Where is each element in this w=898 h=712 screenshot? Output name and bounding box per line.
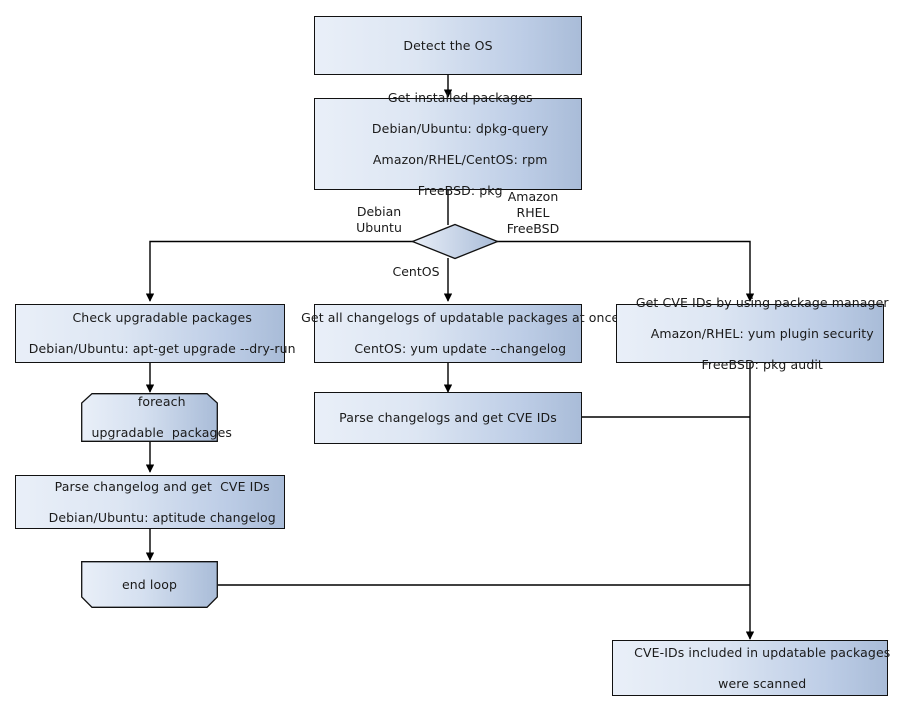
node-check-upgradable-packages-label: Check upgradable packages Debian/Ubuntu:… — [4, 295, 296, 373]
edge-decision-left — [145, 240, 413, 302]
edge-decision-right — [497, 240, 755, 302]
edge-label-amazon-rhel-freebsd: Amazon RHEL FreeBSD — [506, 189, 560, 236]
node-parse-changelog-single[interactable]: Parse changelog and get CVE IDs Debian/U… — [15, 475, 285, 529]
text-line: FreeBSD: pkg — [417, 182, 503, 198]
node-get-installed-packages-label: Get installed packages Debian/Ubuntu: dp… — [347, 74, 548, 214]
node-end-loop-label: end loop — [121, 576, 178, 592]
node-foreach-loop-start-label: foreach upgradable packages — [67, 379, 232, 457]
text-line: CentOS: yum update --changelog — [354, 341, 567, 357]
text-line: were scanned — [718, 675, 807, 691]
text-line: Debian/Ubuntu: dpkg-query — [371, 120, 549, 136]
node-scanned-result-label: CVE-IDs included in updatable packages w… — [610, 629, 891, 707]
node-get-cve-ids-package-manager[interactable]: Get CVE IDs by using package manager Ama… — [616, 295, 889, 372]
text-line: Get CVE IDs by using package manager — [635, 294, 889, 310]
node-detect-os-label: Detect the OS — [403, 37, 493, 53]
text-line: Amazon/RHEL: yum plugin security — [650, 325, 874, 341]
text-line: foreach — [137, 394, 186, 410]
text-line: upgradable packages — [91, 425, 232, 441]
node-parse-changelogs-multi[interactable]: Parse changelogs and get CVE IDs — [314, 392, 582, 444]
node-get-all-changelogs[interactable]: Get all changelogs of updatable packages… — [301, 304, 619, 363]
node-foreach-loop-start[interactable]: foreach upgradable packages — [81, 393, 232, 442]
node-os-decision[interactable] — [411, 223, 499, 260]
text-line: Get all changelogs of updatable packages… — [301, 310, 620, 326]
node-get-cve-ids-package-manager-label: Get CVE IDs by using package manager Ama… — [611, 279, 889, 388]
text-line: Check upgradable packages — [72, 310, 252, 326]
node-parse-changelog-single-label: Parse changelog and get CVE IDs Debian/U… — [24, 463, 276, 541]
text-line: Debian/Ubuntu: apt-get upgrade --dry-run — [28, 341, 296, 357]
text-line: Amazon/RHEL/CentOS: rpm — [372, 151, 548, 167]
loop-end-shape — [81, 561, 218, 608]
text-line: Get installed packages — [387, 89, 533, 105]
text-line: FreeBSD: pkg audit — [701, 356, 823, 372]
node-parse-changelogs-multi-label: Parse changelogs and get CVE IDs — [339, 410, 557, 426]
text-line: Parse changelog and get CVE IDs — [54, 478, 270, 494]
node-end-loop[interactable]: end loop — [81, 561, 218, 608]
edge-label-debian-ubuntu: Debian Ubuntu — [356, 204, 402, 235]
node-get-all-changelogs-label: Get all changelogs of updatable packages… — [277, 295, 620, 373]
node-check-upgradable-packages[interactable]: Check upgradable packages Debian/Ubuntu:… — [15, 304, 296, 363]
text-line: Debian/Ubuntu: aptitude changelog — [48, 509, 276, 525]
node-scanned-result[interactable]: CVE-IDs included in updatable packages w… — [612, 640, 890, 696]
loop-start-shape — [81, 393, 218, 442]
node-get-installed-packages[interactable]: Get installed packages Debian/Ubuntu: dp… — [314, 90, 582, 198]
text-line: CVE-IDs included in updatable packages — [634, 644, 891, 660]
edge-label-centos: CentOS — [392, 264, 440, 279]
node-detect-os[interactable]: Detect the OS — [314, 16, 582, 75]
